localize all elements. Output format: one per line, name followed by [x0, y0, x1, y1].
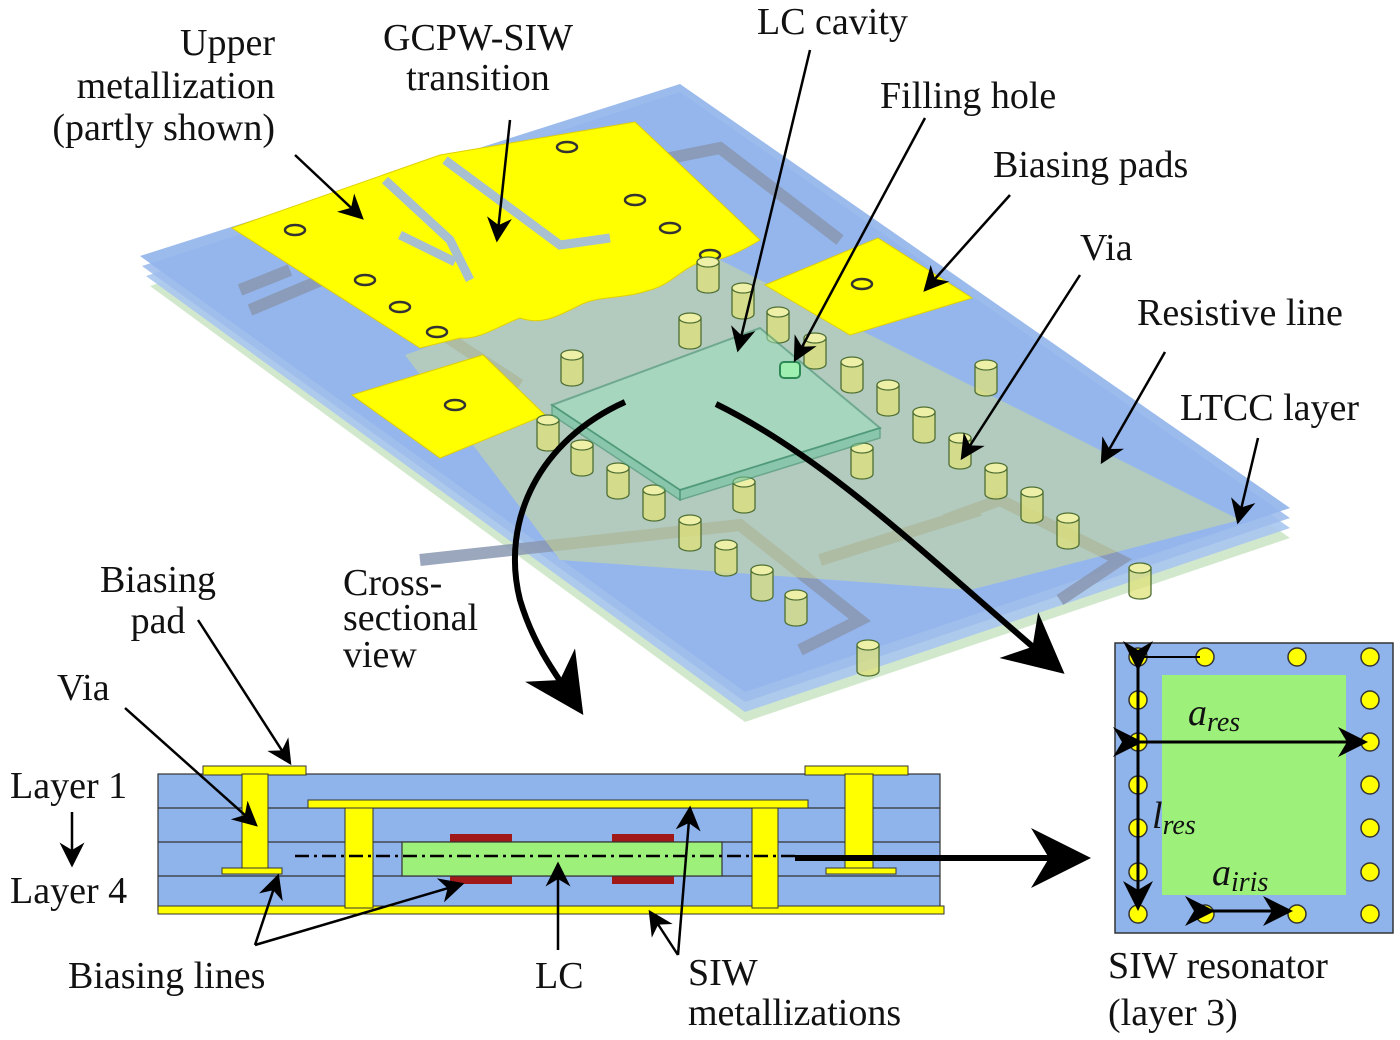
cs-via-right-bias	[844, 773, 874, 871]
via-cylinder	[850, 442, 874, 480]
via-cylinder	[570, 439, 594, 477]
filling-hole	[779, 361, 801, 379]
resonator-via	[1360, 862, 1380, 882]
label-siw-resonator-1: SIW resonator	[1108, 945, 1328, 987]
resonator-lc-area	[1162, 675, 1346, 895]
siw-resonator-view	[1113, 641, 1394, 934]
electrode-bottom-right	[612, 876, 674, 884]
resonator-via	[1287, 904, 1307, 924]
labels: Upper metallization (partly shown) GCPW-…	[10, 1, 1359, 1034]
label-layer4: Layer 4	[10, 870, 127, 912]
via-cylinder	[984, 462, 1008, 500]
gcpw-slots	[381, 156, 611, 283]
electrode-top-right	[612, 834, 674, 843]
via-cylinder	[856, 639, 880, 677]
via-cylinder	[784, 589, 808, 627]
via-cylinder	[1128, 562, 1152, 600]
via-cylinder	[1056, 512, 1080, 550]
via-cylinder	[696, 256, 720, 294]
label-via-left: Via	[57, 667, 110, 709]
via-cylinder	[642, 484, 666, 522]
via-cylinder	[678, 514, 702, 552]
cs-via-left-siw	[344, 807, 374, 909]
label-cross-2: sectional	[343, 597, 478, 639]
label-via-top: Via	[1080, 227, 1133, 269]
via-cylinder	[912, 406, 936, 444]
label-upper-3: (partly shown)	[52, 107, 275, 149]
via-array	[536, 256, 1152, 677]
cs-via-right-siw	[751, 807, 779, 909]
label-gcpw-1: GCPW-SIW	[383, 17, 573, 59]
label-biasing-pad-1: Biasing	[100, 559, 216, 601]
electrode-bottom-left	[450, 876, 512, 884]
label-upper-2: metallization	[77, 65, 275, 107]
label-siw-metal-2: metallizations	[688, 992, 901, 1034]
via-cylinder	[974, 359, 998, 397]
resonator-via	[1360, 904, 1380, 924]
via-cylinder	[678, 312, 702, 350]
electrode-top-left	[450, 834, 512, 843]
via-cylinder	[714, 539, 738, 577]
label-filling-hole: Filling hole	[880, 75, 1056, 117]
label-lc: LC	[535, 955, 584, 997]
resonator-via	[1360, 818, 1380, 838]
via-cylinder	[560, 349, 584, 387]
cs-biasing-line-left	[221, 867, 283, 875]
pointer-arrows	[59, 49, 1260, 956]
label-l-res: lres	[1152, 795, 1196, 841]
label-biasing-pads: Biasing pads	[993, 144, 1188, 186]
label-cross-1: Cross-	[343, 562, 442, 604]
label-biasing-pad-2: pad	[131, 600, 186, 642]
label-lc-cavity: LC cavity	[757, 1, 908, 43]
label-siw-metal-1: SIW	[688, 952, 758, 994]
resonator-via	[1195, 904, 1215, 924]
bottom-siw-metallization	[157, 905, 945, 915]
resonator-via	[1360, 775, 1380, 795]
cross-section	[157, 765, 945, 915]
resonator-via	[1360, 690, 1380, 710]
label-resistive-line: Resistive line	[1137, 292, 1343, 334]
upper-siw-metallization	[307, 799, 809, 809]
dimension-lines	[1113, 641, 1368, 926]
label-ltcc-layer: LTCC layer	[1180, 387, 1359, 429]
via-cylinder	[840, 356, 864, 394]
cs-via-left-bias	[241, 773, 269, 871]
label-upper-1: Upper	[180, 22, 275, 64]
label-cross-3: view	[343, 634, 417, 676]
metallization-holes	[283, 140, 722, 339]
label-gcpw-2: transition	[406, 57, 550, 99]
via-cylinder	[750, 564, 774, 602]
label-biasing-lines: Biasing lines	[68, 955, 265, 997]
resonator-via	[1287, 647, 1307, 667]
via-cylinder	[876, 379, 900, 417]
via-cylinder	[1020, 486, 1044, 524]
view-link-arrows	[511, 399, 1091, 888]
label-a-res: ares	[1188, 692, 1240, 738]
resonator-via	[1360, 647, 1380, 667]
label-a-iris: airis	[1212, 852, 1268, 898]
cs-biasing-line-right	[825, 867, 897, 875]
via-cylinder	[536, 414, 560, 452]
via-cylinder	[606, 462, 630, 500]
label-layer1: Layer 1	[10, 765, 127, 807]
label-siw-resonator-2: (layer 3)	[1108, 992, 1238, 1034]
cs-lc	[401, 841, 723, 877]
